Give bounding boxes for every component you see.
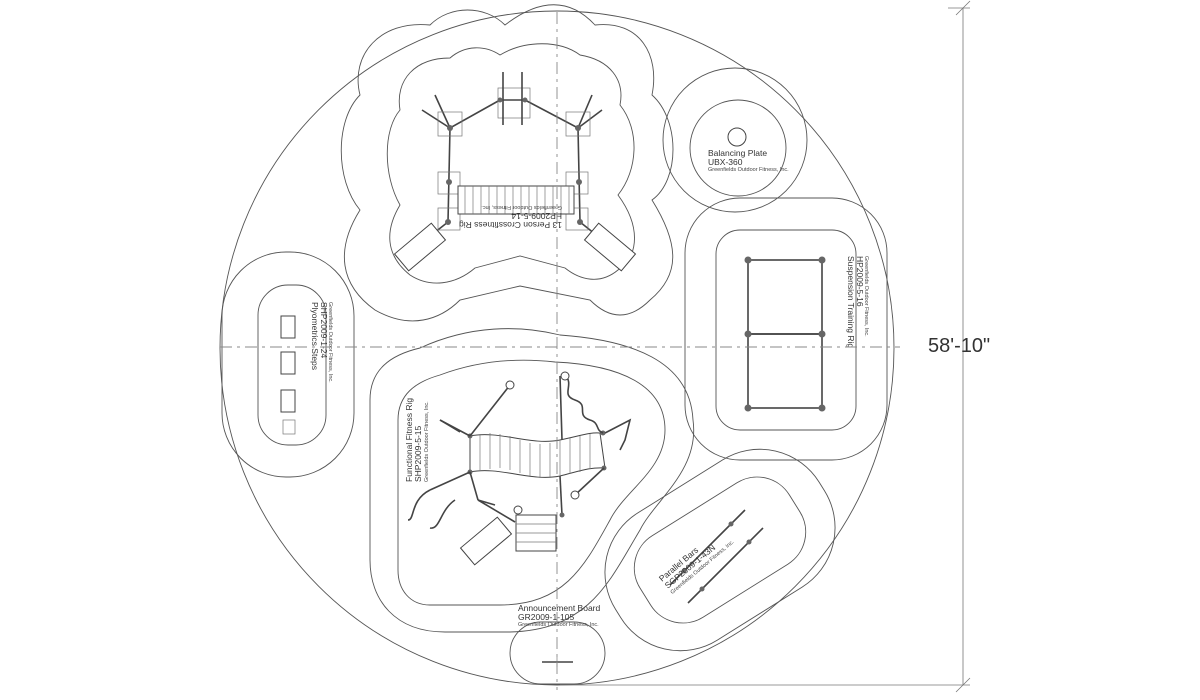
balancing-zone: Balancing Plate UBX-360 Greenfields Outd… bbox=[662, 67, 808, 213]
svg-text:13 Person Crossfitness Rig: 13 Person Crossfitness Rig bbox=[459, 220, 562, 230]
svg-text:Functional Fitness Rig: Functional Fitness Rig bbox=[404, 398, 414, 482]
svg-text:HP2009-5-14: HP2009-5-14 bbox=[511, 211, 562, 221]
svg-text:Suspension Training Rig: Suspension Training Rig bbox=[846, 256, 856, 348]
plyometrics-label: Plyometrics Steps SHP2009-1-24 Greenfiel… bbox=[310, 302, 333, 383]
crossfitness-label: 13 Person Crossfitness Rig HP2009-5-14 G… bbox=[459, 204, 562, 230]
suspension-rig bbox=[744, 256, 826, 412]
svg-text:Greenfields Outdoor Fitness, I: Greenfields Outdoor Fitness, Inc. bbox=[863, 256, 869, 337]
parallel-label: Parallel Bars SGP2009-1-43N Greenfields … bbox=[657, 539, 736, 596]
plyo-step bbox=[280, 315, 296, 339]
svg-text:Greenfields Outdoor Fitness, I: Greenfields Outdoor Fitness, Inc. bbox=[518, 622, 599, 628]
plyo-step bbox=[282, 419, 296, 435]
svg-text:Greenfields Outdoor Fitness, I: Greenfields Outdoor Fitness, Inc. bbox=[327, 302, 333, 383]
site-boundary-circle bbox=[219, 10, 895, 686]
dimension-label: 58'-10" bbox=[928, 335, 990, 357]
functional-rig bbox=[407, 371, 632, 566]
svg-text:Plyometrics Steps: Plyometrics Steps bbox=[310, 302, 320, 370]
functional-zone bbox=[369, 328, 695, 633]
svg-text:Balancing Plate: Balancing Plate bbox=[708, 148, 767, 158]
svg-text:Greenfields Outdoor Fitness, I: Greenfields Outdoor Fitness, Inc. bbox=[708, 167, 789, 173]
parallel-zone bbox=[604, 448, 836, 652]
suspension-label: Suspension Training Rig HP2009-5-16 Gree… bbox=[846, 256, 869, 348]
svg-text:SHP2009-5-15: SHP2009-5-15 bbox=[413, 425, 423, 482]
dimension-line bbox=[560, 0, 971, 693]
plyo-step bbox=[280, 351, 296, 375]
svg-text:Greenfields Outdoor Fitness, I: Greenfields Outdoor Fitness, Inc. bbox=[424, 401, 430, 482]
functional-label: Functional Fitness Rig SHP2009-5-15 Gree… bbox=[404, 398, 430, 482]
plyometrics-zone bbox=[221, 251, 355, 478]
suspension-zone bbox=[684, 197, 888, 461]
balancing-plate-icon bbox=[727, 127, 747, 147]
announcement-label: Announcement Board GR2009-1-105 Greenfie… bbox=[518, 603, 600, 628]
svg-text:SHP2009-1-24: SHP2009-1-24 bbox=[319, 302, 329, 359]
crossfitness-rig bbox=[393, 72, 637, 272]
svg-text:Greenfields Outdoor Fitness, I: Greenfields Outdoor Fitness, Inc. bbox=[481, 204, 562, 210]
svg-text:GR2009-1-105: GR2009-1-105 bbox=[518, 612, 575, 622]
parallel-bars bbox=[669, 509, 764, 604]
svg-text:Announcement Board: Announcement Board bbox=[518, 603, 600, 613]
svg-text:HP2009-5-16: HP2009-5-16 bbox=[855, 256, 865, 307]
svg-text:UBX-360: UBX-360 bbox=[708, 157, 743, 167]
crossfitness-zone bbox=[340, 4, 674, 322]
plyo-step bbox=[280, 389, 296, 413]
